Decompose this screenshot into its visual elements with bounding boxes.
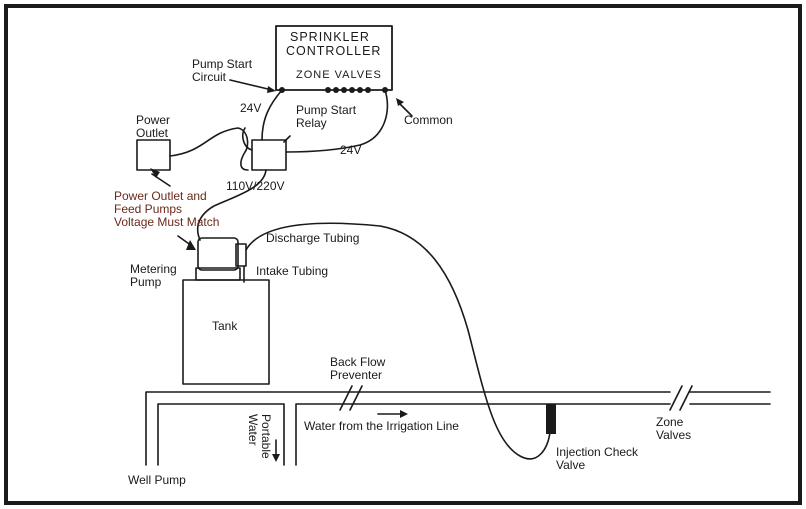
terminal-z2 [333,87,339,93]
label-well-pump: Well Pump [128,473,186,487]
terminal-z4 [349,87,355,93]
backflow-break [339,385,363,411]
outlet-arrowhead [150,168,160,178]
metering-pump-head [235,243,247,267]
label-voltage-note: Power Outlet and Feed Pumps Voltage Must… [114,189,220,229]
outlet-wire-2 [242,127,253,151]
power-outlet-box [136,139,171,171]
pipe-continuation [689,391,771,405]
label-voltage: 110V/220V [226,179,285,193]
pump-start-relay-box [251,139,287,171]
common-wire [285,89,389,153]
label-pump-start-circuit: Pump Start Circuit [192,57,253,84]
outlet-wire [169,127,249,171]
terminal-z1 [325,87,331,93]
pump-start-arrowhead [267,86,276,93]
main-pipe-bottom-2 [295,403,671,466]
label-intake-tubing: Intake Tubing [256,264,329,278]
label-tank: Tank [212,319,238,333]
metering-pump-base [195,267,241,281]
pump-start-wire [261,89,283,141]
label-24v-left: 24V [240,101,262,115]
terminal-z3 [341,87,347,93]
injection-check-valve [546,404,556,434]
diagram-frame [4,4,802,505]
terminal-pump [279,87,285,93]
label-back-flow-preventer: Back Flow Preventer [330,355,386,382]
label-pump-start-relay: Pump Start Relay [296,103,357,130]
main-pipe-bottom [157,403,285,466]
common-arrowhead [396,98,404,106]
terminal-z5 [357,87,363,93]
label-zone-valves-end: Zone Valves [656,415,692,442]
label-metering-pump: Metering Pump [130,262,177,289]
pointer-relay [283,135,291,143]
label-injection-check-valve: Injection Check Valve [556,445,639,472]
terminal-common [382,87,388,93]
label-water-from-line: Water from the Irrigation Line [304,419,459,433]
zone-break [669,385,693,411]
water-down-arrowhead [272,454,280,462]
discharge-tubing [245,222,551,460]
terminal-z6 [365,87,371,93]
flow-arrowhead [400,410,408,418]
controller-zone-valves: ZONE VALVES [296,69,382,81]
voltage-note-arrowhead [186,240,196,250]
metering-pump-body [197,237,239,271]
controller-title-line1: SPRINKLER [290,30,370,44]
label-discharge-tubing: Discharge Tubing [266,231,360,245]
label-24v-right: 24V [340,143,362,157]
label-common: Common [404,113,453,127]
relay-to-pump-wire [196,169,267,241]
label-portable-water: Portable Water [246,414,273,459]
main-pipe-top [145,391,671,466]
controller-title-line2: CONTROLLER [286,44,382,58]
label-power-outlet: Power Outlet [136,113,171,140]
pointer-pump-start [229,79,273,91]
